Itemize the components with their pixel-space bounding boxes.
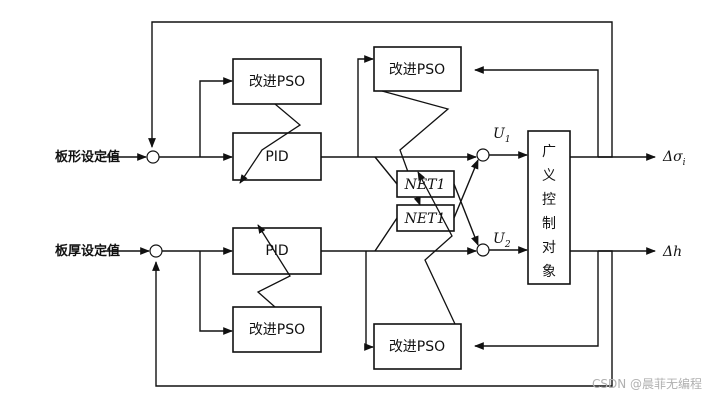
plant-label-char-1: 广 [542,144,556,160]
plant-label-char-2: 义 [542,168,556,184]
watermark: CSDN @晨菲无编程 [592,376,702,391]
pso-bottom-right-block [373,323,462,370]
sum-junction-bottom-left [149,244,163,258]
pid-bottom-block [232,227,322,275]
cross-link-upper [374,156,398,185]
signal-u2-label: U2 [493,231,511,250]
net-upper-to-u2 [453,183,479,246]
pid-top-label: PID [265,149,288,165]
sum-junction-u1 [476,148,490,162]
pso-top-right-label: 改进PSO [389,62,445,78]
thickness-setpoint-label: 板厚设定值 [55,243,120,259]
pso-top-right-block [373,46,462,92]
shape-setpoint-label: 板形设定值 [55,149,120,165]
pso-bottom-right-label: 改进PSO [389,339,445,355]
pso-top-left-block [232,58,322,105]
plant-to-pso-top-right [474,66,599,157]
wire-to-pso-top-left [199,77,233,157]
output-sigma-label: Δσi [662,149,686,168]
pso-bottom-left-label: 改进PSO [249,322,305,338]
plant-to-pso-bottom-right [474,251,599,350]
cross-link-lower [374,217,398,252]
sum-junction-u2 [476,243,490,257]
plant-label-char-6: 象 [542,264,556,280]
pid-bottom-label: PID [265,243,288,259]
pso-bottom-left-tuning-arrow [256,224,291,308]
generalized-plant-block [527,130,571,285]
plant-label-char-5: 对 [542,240,556,256]
net-lower-block [396,204,455,232]
wire-to-pso-bottom-left [199,251,233,335]
wire-to-pso-top-right [357,55,374,157]
net-lower-to-u1 [453,159,479,219]
pso-bottom-left-block [232,306,322,353]
plant-label-char-4: 制 [542,216,556,232]
signal-u1-label: U1 [493,126,511,145]
sum-junction-top-left [146,150,160,164]
pso-top-left-tuning-arrow [239,103,302,184]
plant-label-char-3: 控 [542,192,556,208]
wire-to-pso-bottom-right [364,251,374,351]
pso-bottom-right-tuning-arrow [417,171,456,325]
pso-top-left-label: 改进PSO [249,74,305,90]
net-lower-label: NET1 [404,211,446,227]
output-h-label: Δh [662,244,682,260]
